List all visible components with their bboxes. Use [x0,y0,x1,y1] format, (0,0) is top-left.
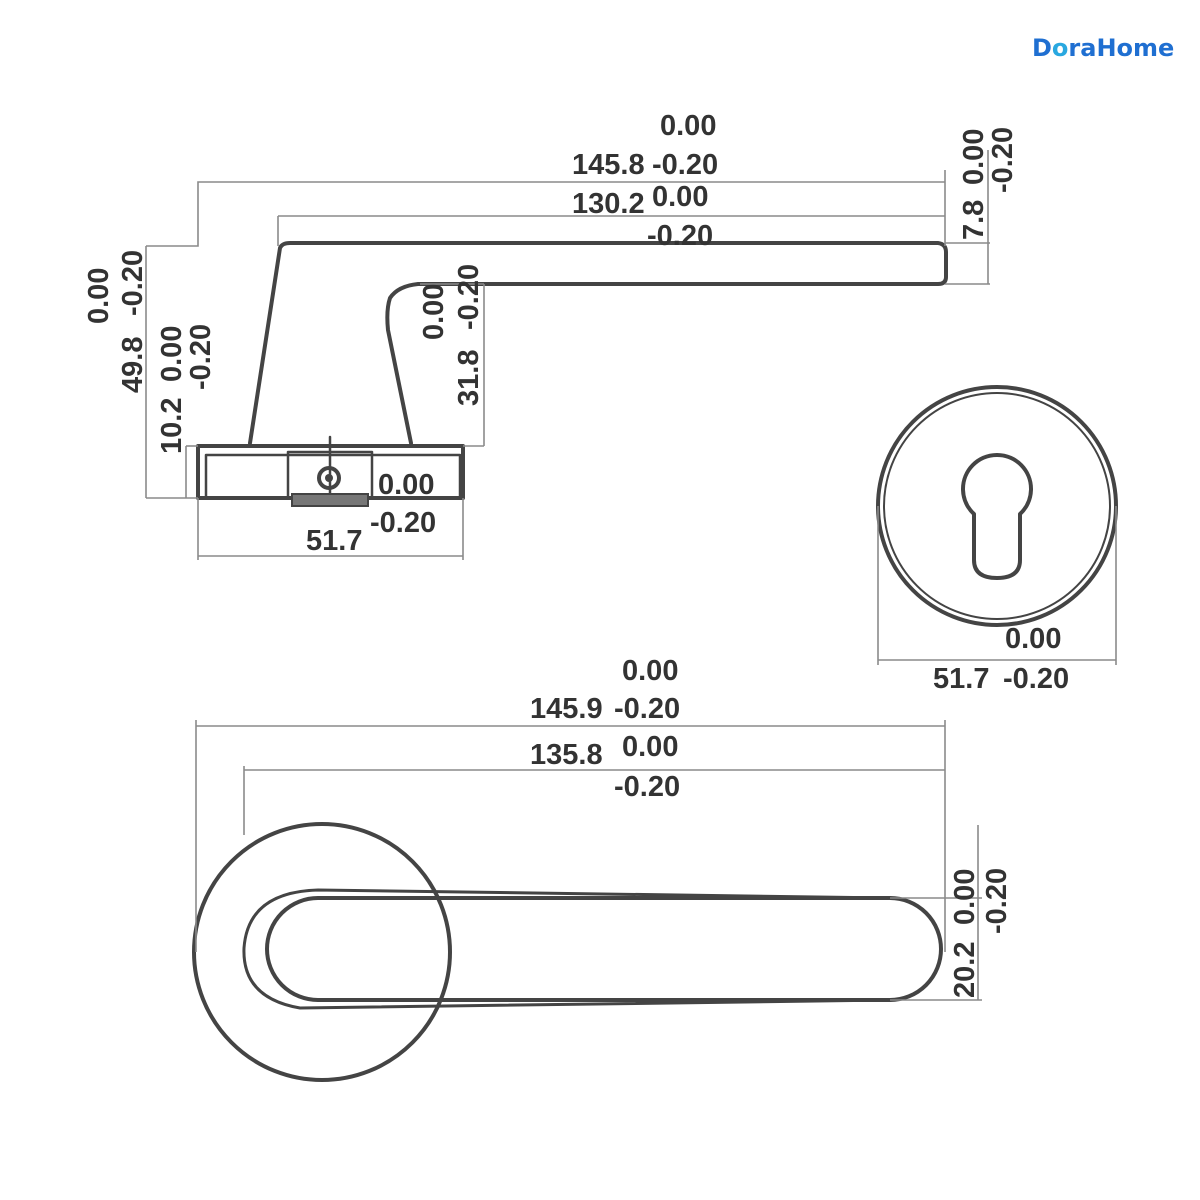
dim-side-lever-thickness-nominal: 7.8 [958,200,990,240]
dim-top-lever-width-tol-upper: 0.00 [949,869,981,925]
dim-top-overall-length-tol-upper: 0.00 [622,655,678,687]
svg-text:DoraHome: DoraHome [1032,34,1174,62]
dim-side-lever-length-nominal: 130.2 [572,188,645,220]
dim-side-lever-length: 130.2 0.00 -0.20 [277,181,945,252]
escutcheon-inner [883,392,1111,620]
top-view: 0.00 145.9 -0.20 135.8 0.00 -0.20 20.2 0… [192,655,1013,1082]
brand-logo: DoraHome [1032,34,1174,62]
brand-circle-letter: o [1052,34,1069,62]
dim-side-neck-height: 0.00 31.8 -0.20 [418,264,485,447]
dim-side-lever-thickness-tol-lower: -0.20 [987,127,1019,193]
dim-top-lever-width-nominal: 20.2 [949,942,981,998]
dim-side-rose-height: 10.2 0.00 -0.20 [156,324,217,498]
dim-top-lever-width-tol-lower: -0.20 [981,868,1013,934]
spindle-screw-icon [317,466,341,490]
dim-escutcheon-diameter: 0.00 51.7 -0.20 [877,506,1117,695]
dim-side-rose-height-tol-upper: 0.00 [156,326,188,382]
dim-side-lever-thickness-tol-upper: 0.00 [958,129,990,185]
dim-side-neck-height-tol-lower: -0.20 [453,264,485,330]
keyhole-icon [961,452,1033,580]
dim-side-neck-height-tol-upper: 0.00 [418,284,450,340]
dim-side-rose-height-nominal: 10.2 [156,398,188,454]
lever-side-outline [248,241,948,445]
dim-side-overall-height-tol-lower: -0.20 [117,250,149,316]
dim-side-overall-length-nominal: 145.8 [572,149,645,181]
dim-side-lever-length-tol-lower: -0.20 [647,220,713,252]
dim-side-rose-width: 0.00 51.7 -0.20 [197,469,464,560]
dim-side-overall-height: 0.00 49.8 -0.20 [83,246,198,499]
dim-side-lever-thickness: 7.8 0.00 -0.20 [945,127,1019,285]
dim-side-rose-height-tol-lower: -0.20 [185,324,217,390]
dim-side-neck-height-nominal: 31.8 [453,350,485,406]
dim-side-overall-height-tol-upper: 0.00 [83,268,115,324]
dim-side-overall-length: 0.00 145.8 -0.20 [146,110,946,247]
rose-top-outer [192,822,452,1082]
side-view: 0.00 145.8 -0.20 130.2 0.00 -0.20 7.8 0.… [83,110,1019,560]
lever-top-inner [265,896,943,1002]
dim-side-rose-width-tol-upper: 0.00 [378,469,434,501]
dim-side-overall-length-tol-upper: 0.00 [660,110,716,142]
dim-side-overall-height-nominal: 49.8 [117,337,149,393]
dim-top-lever-length-nominal: 135.8 [530,739,603,771]
dim-top-overall-length-nominal: 145.9 [530,693,603,725]
brand-suffix: raHome [1068,34,1174,62]
brand-prefix: D [1032,34,1052,62]
dim-top-lever-width: 20.2 0.00 -0.20 [890,825,1013,1001]
dim-side-overall-length-tol-lower: -0.20 [652,149,718,181]
spindle-clip [291,493,369,507]
escutcheon-view: 0.00 51.7 -0.20 [876,385,1118,695]
dim-side-rose-width-nominal: 51.7 [306,525,362,557]
dim-top-lever-length-tol-lower: -0.20 [614,771,680,803]
spindle-screw-core [325,474,333,482]
dim-top-overall-length-tol-lower: -0.20 [614,693,680,725]
escutcheon-outer [876,385,1118,627]
dim-escutcheon-diameter-tol-upper: 0.00 [1005,623,1061,655]
dim-side-rose-width-tol-lower: -0.20 [370,507,436,539]
dim-top-lever-length: 135.8 0.00 -0.20 [243,731,945,835]
lever-top-outer [242,888,943,1010]
dim-side-lever-length-tol-upper: 0.00 [652,181,708,213]
dim-escutcheon-diameter-nominal: 51.7 [933,663,989,695]
dim-top-lever-length-tol-upper: 0.00 [622,731,678,763]
dim-escutcheon-diameter-tol-lower: -0.20 [1003,663,1069,695]
dim-top-overall-length: 0.00 145.9 -0.20 [195,655,946,952]
